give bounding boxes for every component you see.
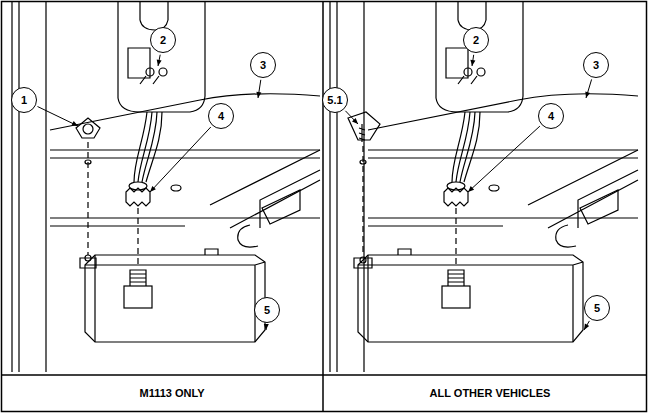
box-edges	[85, 255, 265, 342]
floor-hole	[171, 185, 181, 191]
floor-band	[50, 150, 320, 226]
callout-number: 4	[538, 103, 564, 129]
connector-coupling	[126, 188, 150, 206]
body-panel-edge	[368, 94, 638, 130]
knob-nut	[83, 124, 93, 134]
wing-knob	[348, 112, 380, 140]
panel-title: M1113 ONLY	[137, 387, 206, 399]
mount-tab	[80, 258, 96, 268]
screw-shank	[140, 76, 159, 84]
callout-number: 5	[254, 297, 280, 323]
alignment-line	[363, 146, 456, 268]
other-vehicles-view	[330, 2, 638, 372]
side-module	[580, 190, 618, 224]
callout-number: 2	[463, 27, 489, 53]
leader-line	[586, 79, 592, 98]
leader-arrowhead	[470, 60, 475, 66]
box-fitting	[205, 249, 218, 255]
amplifier-box	[358, 255, 583, 342]
callout-number: 5.1	[322, 87, 348, 113]
leader-line	[150, 127, 211, 192]
mount-stud	[85, 255, 91, 261]
knob-screw	[359, 124, 365, 142]
mount-bracket	[118, 2, 205, 112]
box-fitting	[398, 249, 411, 255]
floor-band	[368, 150, 638, 226]
leader-arrowhead	[256, 92, 261, 98]
mount-hole	[360, 257, 366, 263]
leader-line	[345, 111, 358, 124]
wing-knob	[76, 118, 100, 138]
panel-divider	[322, 2, 324, 412]
callout-number: 4	[208, 103, 234, 129]
leader-line	[38, 107, 79, 127]
side-module	[262, 190, 300, 224]
floor-bracket	[210, 150, 320, 228]
mount-bracket	[436, 2, 523, 112]
receptacle-thread	[448, 270, 464, 286]
screw-head	[477, 68, 485, 76]
bracket-slot	[140, 2, 168, 30]
amplifier-box	[85, 255, 265, 342]
leader-line	[468, 126, 540, 192]
callout-number: 3	[583, 52, 609, 78]
floor-hole	[489, 185, 499, 191]
wire-bundle	[134, 112, 162, 182]
box-edges	[358, 255, 583, 342]
leader-arrowhead	[157, 60, 162, 66]
callout-number: 5	[584, 295, 610, 321]
leader-arrowhead	[264, 324, 269, 330]
screw-shank	[458, 76, 477, 84]
callout-number: 3	[250, 52, 276, 78]
body-edge	[12, 2, 46, 372]
receptacle-flange	[442, 286, 470, 308]
m1113-view	[12, 2, 320, 372]
floor-bracket	[528, 150, 638, 228]
receptacle-thread	[130, 270, 146, 286]
title-rule	[2, 374, 647, 376]
screw-head	[146, 68, 154, 76]
side-cable	[238, 225, 258, 247]
screw-head	[464, 68, 472, 76]
leader-arrowhead	[72, 121, 79, 126]
wire-bundle	[452, 112, 480, 182]
leader-arrowhead	[352, 118, 358, 124]
bracket-slot	[458, 2, 486, 30]
callout-number: 2	[150, 27, 176, 53]
body-edge	[330, 2, 364, 372]
screw-head	[159, 68, 167, 76]
side-cable	[556, 225, 576, 247]
leader-arrowhead	[468, 186, 474, 192]
alignment-line	[88, 142, 138, 268]
mount-tab	[354, 258, 372, 268]
leader-arrowhead	[584, 324, 589, 330]
connector-coupling	[444, 188, 468, 206]
leader-arrowhead	[150, 186, 156, 192]
leader-arrowhead	[585, 92, 590, 99]
receptacle-flange	[124, 286, 152, 308]
leader-line	[584, 321, 589, 330]
callout-number: 1	[11, 87, 37, 113]
panel-title: ALL OTHER VEHICLES	[428, 387, 553, 399]
